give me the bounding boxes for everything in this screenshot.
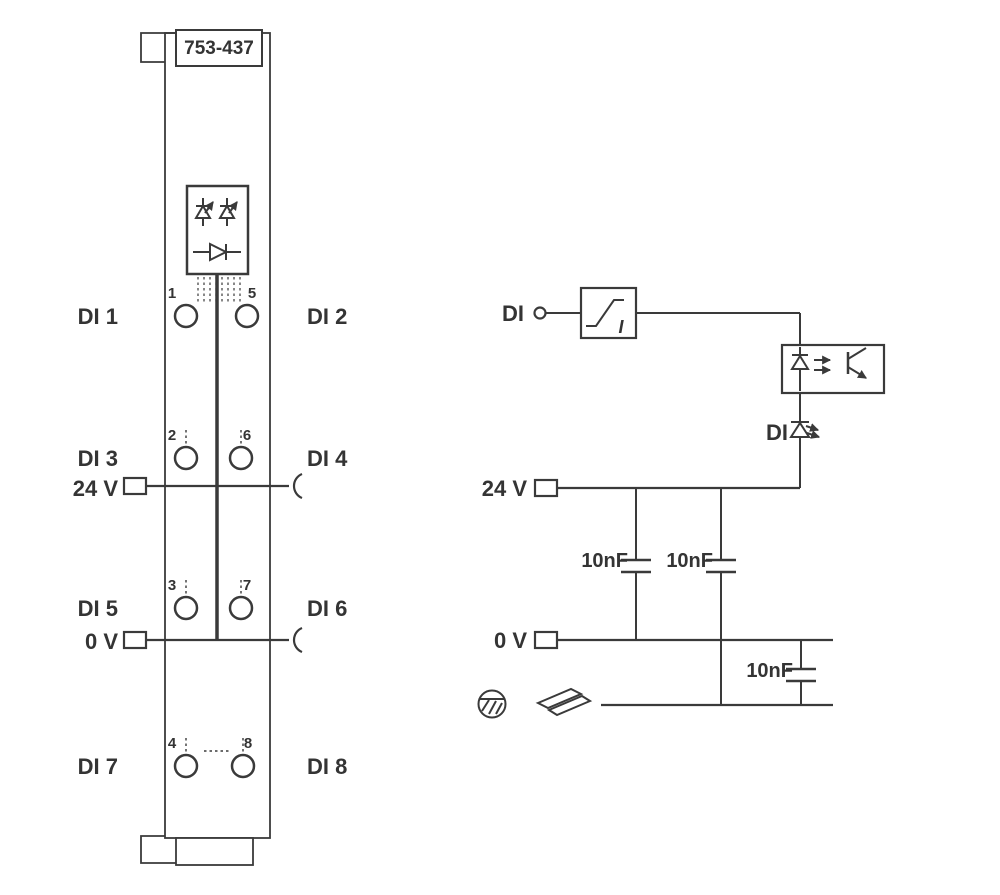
channel-labels: DI 1 DI 2 DI 3 DI 4 DI 5 DI 6 DI 7 DI 8 … [73,304,348,779]
terminal-square-24v [122,476,148,496]
terminal-number-8: 8 [244,735,252,752]
din-rail-icon [535,687,593,717]
schematic-24v-label: 24 V [482,476,528,501]
label-di4: DI 4 [307,446,348,471]
capacitor-3-label: 10nF [746,660,793,682]
module-bottom-foot [175,837,254,866]
label-24v: 24 V [73,476,119,501]
label-di6: DI 6 [307,596,347,621]
terminal-number-2: 2 [168,427,176,444]
label-di1: DI 1 [78,304,118,329]
label-di3: DI 3 [78,446,118,471]
filter-frame [579,286,638,340]
capacitor-2: 10nF [666,488,736,705]
light-arrows-icon [814,355,832,375]
module-top-tab [140,32,176,63]
terminal-number-3: 3 [168,577,176,594]
terminal-circle-4 [173,753,199,779]
status-led: DI [766,420,821,488]
label-di7: DI 7 [78,754,118,779]
terminal-numbers: 1 5 2 6 3 7 4 8 [168,285,256,752]
label-di2: DI 2 [307,304,347,329]
label-di8: DI 8 [307,754,347,779]
label-di5: DI 5 [78,596,118,621]
power-row-24v [122,472,303,500]
terminal-dashed-stubs [185,430,244,754]
terminal-circle-2 [173,445,199,471]
phototransistor-icon [846,347,867,379]
diode-icon [193,242,241,262]
signal-slope-icon [586,299,624,327]
capacitor-3: 10nF [746,640,816,705]
terminal-contacts [173,303,260,779]
terminal-circle-5 [234,303,260,329]
schematic: DI I [477,286,886,719]
filter-symbol-label: I [618,317,624,337]
part-number-frame [175,29,263,67]
schematic-di-label: DI [502,301,524,326]
terminal-number-4: 4 [168,735,177,752]
status-led-label: DI [766,420,788,445]
status-led-icon [789,421,811,438]
terminal-number-6: 6 [243,427,251,444]
capacitor-1: 10nF [581,488,651,640]
bus-contact-arc-0v [292,626,303,654]
capacitor-1-label: 10nF [581,550,628,572]
terminal-circle-7 [228,595,254,621]
terminal-square-0v [122,630,148,650]
terminal-number-1: 1 [168,285,176,302]
schematic-24v-terminal [533,478,559,498]
bus-contact-arc-24v [292,472,303,500]
earth-symbol-icon [477,689,507,719]
di-input-terminal-icon [533,306,547,320]
led-box-frame [185,184,250,276]
module-bottom-tab [140,835,176,864]
led-indicator-box [185,184,250,276]
schematic-0v-label: 0 V [494,628,527,653]
input-filter-box: I [579,286,638,340]
schematic-0v-terminal [533,630,559,650]
led-symbol-icon [218,198,238,226]
terminal-circle-1 [173,303,199,329]
capacitor-2-label: 10nF [666,550,713,572]
part-number-label: 753-437 [184,38,254,59]
terminal-circle-3 [173,595,199,621]
terminal-circle-8 [230,753,256,779]
terminal-circle-6 [228,445,254,471]
terminal-number-5: 5 [248,285,256,302]
led-symbol-icon [194,198,214,226]
power-row-0v [122,626,303,654]
optocoupler-box [780,343,886,395]
optocoupler-led-icon [790,347,810,391]
terminal-number-7: 7 [243,577,251,594]
label-0v: 0 V [85,629,118,654]
part-number-box: 753-437 [175,29,263,67]
